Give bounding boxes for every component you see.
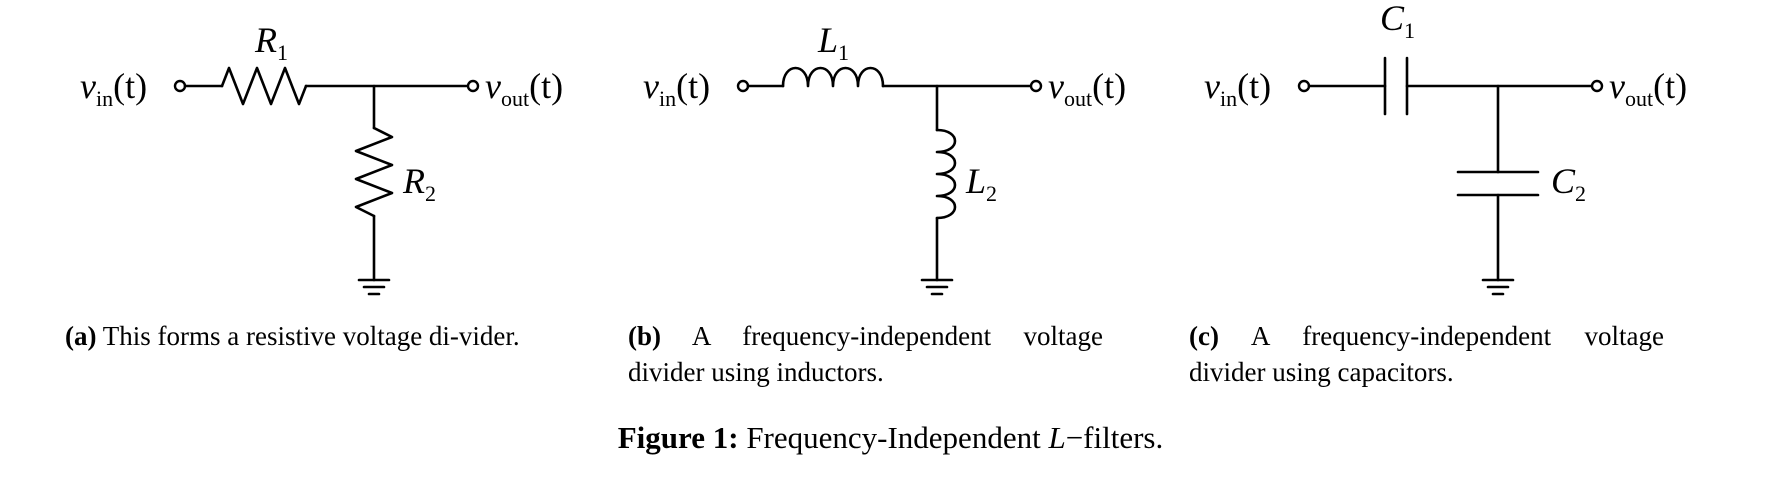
series-label-l1: L1 bbox=[817, 20, 849, 65]
caption-a: (a) This forms a resistive voltage di-vi… bbox=[65, 318, 540, 354]
input-terminal-a bbox=[173, 79, 187, 93]
shunt-label-l2: L2 bbox=[965, 161, 997, 206]
resistor-r2-icon bbox=[354, 126, 394, 218]
panel-c-capacitive-divider: vin(t) vout(t) C1 C2 bbox=[1124, 0, 1687, 387]
series-label-r1: R1 bbox=[254, 20, 288, 65]
output-terminal-c bbox=[1590, 79, 1604, 93]
caption-tag-b: (b) bbox=[628, 321, 661, 351]
inductor-l1-icon bbox=[781, 66, 885, 88]
capacitor-c1-icon bbox=[1383, 56, 1409, 116]
figure-caption-tag: Figure 1: bbox=[617, 420, 739, 455]
circuit-c: vin(t) vout(t) C1 C2 bbox=[1204, 0, 1687, 296]
input-terminal-c bbox=[1297, 79, 1311, 93]
inductor-l2-icon bbox=[935, 128, 957, 220]
circuit-a: vin(t) vout(t) R1 R2 bbox=[80, 20, 563, 296]
output-label-b: vout(t) bbox=[1048, 66, 1126, 111]
ground-icon bbox=[357, 278, 391, 296]
figure-caption-text: Frequency-Independent bbox=[746, 420, 1049, 455]
capacitor-c2-icon bbox=[1456, 170, 1540, 197]
caption-tag-c: (c) bbox=[1189, 321, 1219, 351]
output-label-a: vout(t) bbox=[485, 66, 563, 111]
input-terminal-b bbox=[736, 79, 750, 93]
output-label-c: vout(t) bbox=[1609, 66, 1687, 111]
input-label-b: vin(t) bbox=[643, 66, 710, 111]
figure-caption-symbol: L bbox=[1048, 420, 1066, 455]
output-terminal-a bbox=[466, 79, 480, 93]
series-label-c1: C1 bbox=[1380, 0, 1415, 43]
shunt-label-r2: R2 bbox=[402, 161, 436, 206]
caption-text-b: A frequency-independent voltage divider … bbox=[628, 321, 1103, 387]
caption-tag-a: (a) bbox=[65, 321, 97, 351]
panel-a-resistive-divider: vin(t) vout(t) R1 R2 (a) This forms a re… bbox=[0, 0, 563, 351]
caption-c: (c) A frequency-independent voltage divi… bbox=[1189, 318, 1664, 390]
circuit-b: vin(t) vout(t) L1 L2 bbox=[643, 20, 1126, 296]
panel-b-inductive-divider: vin(t) vout(t) L1 L2 (b) A frequency-ind… bbox=[563, 0, 1126, 387]
caption-b: (b) A frequency-independent voltage divi… bbox=[628, 318, 1103, 390]
resistor-r1-icon bbox=[220, 66, 308, 106]
caption-text-c: A frequency-independent voltage divider … bbox=[1189, 321, 1665, 387]
ground-icon bbox=[1481, 278, 1515, 296]
caption-text-a: This forms a resistive voltage di-vider. bbox=[102, 321, 520, 351]
ground-icon bbox=[920, 278, 954, 296]
input-label-c: vin(t) bbox=[1204, 66, 1271, 111]
figure-caption-suffix: −filters. bbox=[1065, 420, 1164, 455]
figure-caption: Figure 1: Frequency-Independent L−filter… bbox=[0, 420, 1781, 456]
output-terminal-b bbox=[1029, 79, 1043, 93]
shunt-label-c2: C2 bbox=[1551, 161, 1586, 206]
input-label-a: vin(t) bbox=[80, 66, 147, 111]
